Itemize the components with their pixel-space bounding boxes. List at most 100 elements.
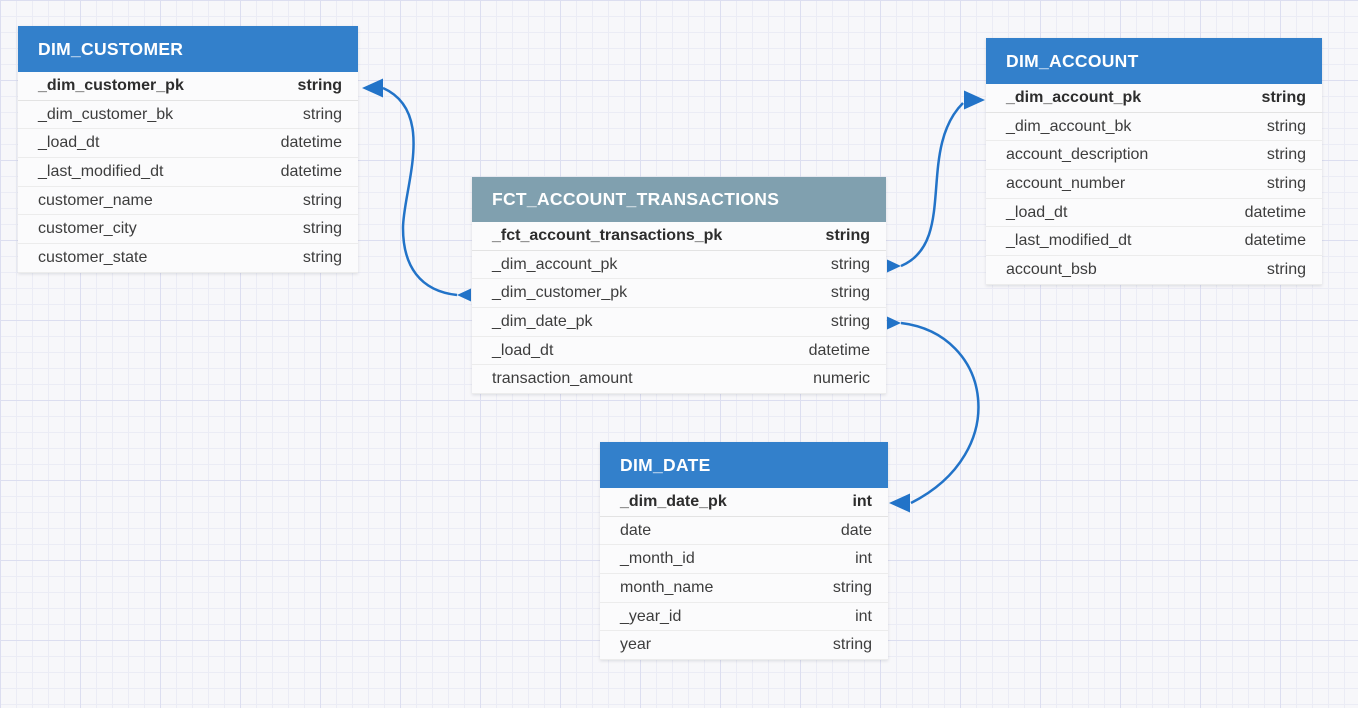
column-name: _dim_customer_pk [492, 284, 628, 302]
column-type: date [840, 521, 872, 539]
connector-stub-icon [887, 259, 901, 273]
column-name: date [620, 521, 652, 539]
table-row[interactable]: _dim_account_pk string [472, 251, 886, 280]
column-name: account_number [1006, 174, 1126, 192]
table-row[interactable]: customer_name string [18, 187, 358, 216]
table-row[interactable]: _last_modified_dt datetime [986, 227, 1322, 257]
table-row[interactable]: _dim_date_pk string [472, 308, 886, 337]
column-name: _month_id [620, 550, 695, 568]
column-name: customer_name [38, 191, 153, 209]
column-name: customer_city [38, 220, 137, 238]
column-name: _dim_customer_pk [38, 76, 184, 94]
connector-line[interactable] [382, 86, 458, 297]
column-type: numeric [813, 370, 870, 388]
table-row[interactable]: _dim_date_pk int [600, 488, 888, 517]
column-type: string [1266, 146, 1306, 164]
column-type: string [302, 220, 342, 238]
relationship-fct-to-dim-date[interactable] [887, 316, 980, 513]
table-dim-account[interactable]: DIM_ACCOUNT _dim_account_pk string _dim_… [986, 38, 1322, 285]
connector-line[interactable] [900, 321, 980, 505]
column-type: datetime [1244, 203, 1306, 221]
column-name: account_bsb [1006, 260, 1097, 278]
table-row[interactable]: month_name string [600, 574, 888, 603]
table-row[interactable]: _load_dt datetime [18, 129, 358, 159]
column-type: datetime [1244, 232, 1306, 250]
table-row[interactable]: date date [600, 517, 888, 546]
arrowhead-icon [889, 493, 910, 513]
table-row[interactable]: _dim_account_bk string [986, 113, 1322, 142]
column-name: _dim_account_bk [1006, 117, 1132, 135]
column-name: _load_dt [492, 341, 554, 359]
table-body: _dim_customer_pk string _dim_customer_bk… [18, 72, 358, 273]
column-type: string [302, 105, 342, 123]
table-row[interactable]: _dim_account_pk string [986, 84, 1322, 113]
column-name: _dim_date_pk [620, 492, 727, 510]
table-row[interactable]: account_bsb string [986, 256, 1322, 285]
table-row[interactable]: _dim_customer_pk string [18, 72, 358, 101]
table-body: _dim_account_pk string _dim_account_bk s… [986, 84, 1322, 285]
table-fct-account-transactions[interactable]: FCT_ACCOUNT_TRANSACTIONS _fct_account_tr… [472, 177, 886, 395]
table-row[interactable]: customer_city string [18, 215, 358, 245]
column-type: string [297, 76, 342, 94]
table-title: DIM_ACCOUNT [1006, 50, 1139, 71]
column-type: string [825, 226, 870, 244]
column-type: int [855, 607, 872, 625]
table-row[interactable]: account_description string [986, 141, 1322, 171]
table-title: DIM_CUSTOMER [38, 38, 184, 59]
table-row[interactable]: customer_state string [18, 244, 358, 273]
table-row[interactable]: _load_dt datetime [986, 199, 1322, 228]
table-header[interactable]: FCT_ACCOUNT_TRANSACTIONS [472, 177, 886, 222]
table-row[interactable]: account_number string [986, 170, 1322, 199]
connector-stub-icon [457, 288, 471, 302]
column-name: _year_id [620, 607, 682, 625]
column-type: int [855, 550, 872, 568]
arrowhead-icon [964, 90, 985, 110]
column-name: year [620, 636, 652, 654]
table-body: _fct_account_transactions_pk string _dim… [472, 222, 886, 395]
column-type: datetime [280, 162, 342, 180]
relationship-fct-to-dim-customer[interactable] [362, 78, 471, 302]
column-type: string [830, 284, 870, 302]
column-name: _dim_account_pk [492, 255, 618, 273]
table-dim-date[interactable]: DIM_DATE _dim_date_pk int date date _mon… [600, 442, 888, 661]
arrowhead-icon [362, 78, 383, 98]
column-type: string [1266, 260, 1306, 278]
table-row[interactable]: _fct_account_transactions_pk string [472, 222, 886, 251]
column-type: datetime [808, 341, 870, 359]
column-name: _fct_account_transactions_pk [492, 226, 723, 244]
connector-stub-icon [887, 316, 901, 330]
column-type: string [1261, 88, 1306, 106]
column-type: string [302, 191, 342, 209]
table-row[interactable]: year string [600, 631, 888, 661]
table-dim-customer[interactable]: DIM_CUSTOMER _dim_customer_pk string _di… [18, 26, 358, 273]
column-type: string [830, 312, 870, 330]
column-name: _last_modified_dt [38, 162, 164, 180]
table-row[interactable]: transaction_amount numeric [472, 365, 886, 395]
table-row[interactable]: _dim_customer_bk string [18, 101, 358, 130]
column-name: _dim_customer_bk [38, 105, 174, 123]
table-row[interactable]: _load_dt datetime [472, 337, 886, 366]
column-type: string [832, 578, 872, 596]
table-header[interactable]: DIM_ACCOUNT [986, 38, 1322, 84]
table-row[interactable]: _last_modified_dt datetime [18, 158, 358, 187]
table-body: _dim_date_pk int date date _month_id int… [600, 488, 888, 661]
column-name: transaction_amount [492, 370, 633, 388]
table-header[interactable]: DIM_DATE [600, 442, 888, 488]
table-title: DIM_DATE [620, 454, 711, 475]
column-type: string [1266, 174, 1306, 192]
column-name: _load_dt [1006, 203, 1068, 221]
table-header[interactable]: DIM_CUSTOMER [18, 26, 358, 72]
relationship-fct-to-dim-account[interactable] [887, 90, 985, 273]
column-type: string [830, 255, 870, 273]
table-row[interactable]: _dim_customer_pk string [472, 279, 886, 309]
table-row[interactable]: _month_id int [600, 545, 888, 575]
column-type: string [302, 248, 342, 266]
column-name: _last_modified_dt [1006, 232, 1132, 250]
connector-line[interactable] [900, 102, 964, 268]
column-name: _load_dt [38, 134, 100, 152]
column-name: _dim_date_pk [492, 312, 593, 330]
column-name: account_description [1006, 146, 1149, 164]
table-row[interactable]: _year_id int [600, 603, 888, 632]
column-name: month_name [620, 578, 714, 596]
